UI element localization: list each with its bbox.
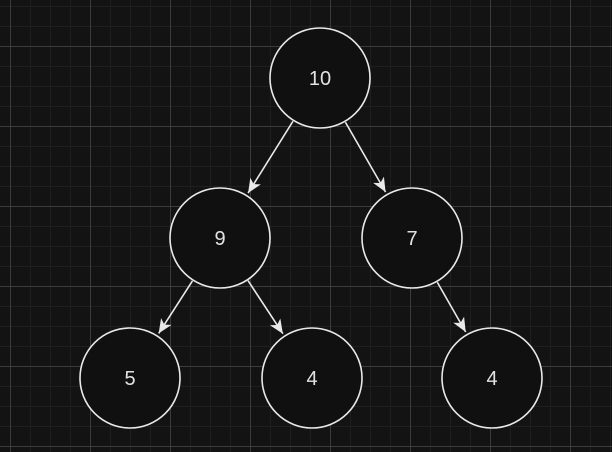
tree-edge-n10-n9[interactable] — [247, 120, 294, 194]
tree-node-label[interactable]: 4 — [486, 368, 497, 390]
tree-node-circle[interactable] — [169, 187, 271, 289]
tree-node-n10[interactable]: 10 — [269, 27, 371, 129]
tree-edge-n10-n7[interactable] — [344, 121, 387, 193]
tree-edge-n9-n4l[interactable] — [247, 280, 284, 335]
tree-node-label[interactable]: 5 — [124, 368, 135, 390]
tree-node-n5[interactable]: 5 — [79, 327, 181, 429]
tree-node-circle[interactable] — [441, 327, 543, 429]
tree-node-n7[interactable]: 7 — [361, 187, 463, 289]
tree-node-n4r[interactable]: 4 — [441, 327, 543, 429]
tree-node-n9[interactable]: 9 — [169, 187, 271, 289]
tree-node-label[interactable]: 7 — [406, 228, 417, 250]
tree-node-label[interactable]: 10 — [309, 68, 331, 90]
tree-node-circle[interactable] — [261, 327, 363, 429]
tree-node-label[interactable]: 9 — [214, 228, 225, 250]
tree-node-circle[interactable] — [361, 187, 463, 289]
tree-edge-n9-n5[interactable] — [157, 280, 194, 334]
tree-node-label[interactable]: 4 — [306, 368, 317, 390]
tree-edge-n7-n4r[interactable] — [436, 281, 467, 333]
tree-node-circle[interactable] — [79, 327, 181, 429]
tree-node-n4l[interactable]: 4 — [261, 327, 363, 429]
tree-node-circle[interactable] — [269, 27, 371, 129]
